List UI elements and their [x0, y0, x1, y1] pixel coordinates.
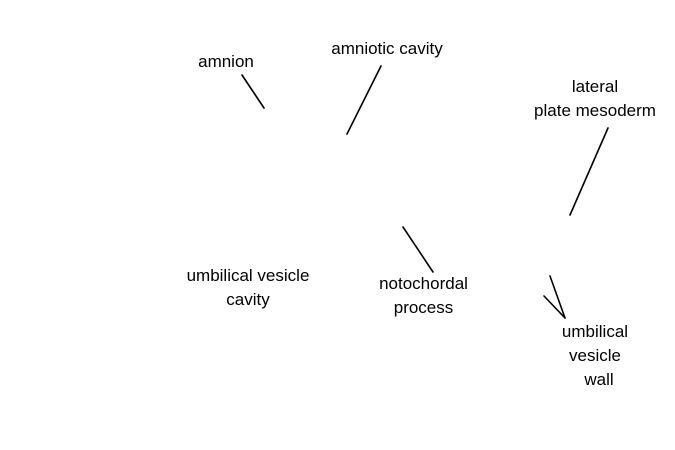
leader-line-lateral-plate-mesoderm: [569, 127, 609, 216]
leader-line-notochordal-process: [402, 226, 434, 273]
label-amnion-line-1: amnion: [198, 52, 254, 71]
label-notochordal-process-line-1: notochordal: [379, 274, 468, 293]
leader-line-umbilical-vesicle-wall-lower: [543, 295, 566, 319]
label-umbilical-vesicle-cavity: umbilical vesicle cavity: [162, 264, 334, 312]
leader-line-amniotic-cavity: [346, 65, 382, 135]
label-umbilical-vesicle-wall-line-3: wall: [584, 370, 614, 389]
label-umbilical-vesicle-wall: umbilical vesicle wall: [540, 320, 650, 392]
label-notochordal-process: notochordal process: [356, 272, 491, 320]
label-lateral-plate-mesoderm: lateral plate mesoderm: [515, 75, 675, 123]
label-umbilical-vesicle-wall-line-1: umbilical: [561, 322, 629, 341]
label-umbilical-vesicle-cavity-line-2: cavity: [226, 290, 270, 309]
label-amniotic-cavity: amniotic cavity: [312, 37, 462, 61]
label-umbilical-vesicle-cavity-line-1: umbilical vesicle: [186, 266, 310, 285]
leader-line-umbilical-vesicle-wall-upper: [549, 275, 566, 319]
label-lateral-plate-mesoderm-line-2: plate mesoderm: [534, 101, 656, 120]
label-lateral-plate-mesoderm-line-1: lateral: [571, 77, 619, 96]
label-umbilical-vesicle-wall-line-2: vesicle: [569, 346, 621, 365]
label-amniotic-cavity-line-1: amniotic cavity: [331, 39, 443, 58]
leader-line-amnion: [241, 74, 265, 109]
label-notochordal-process-line-2: process: [393, 298, 454, 317]
label-amnion: amnion: [180, 50, 272, 74]
